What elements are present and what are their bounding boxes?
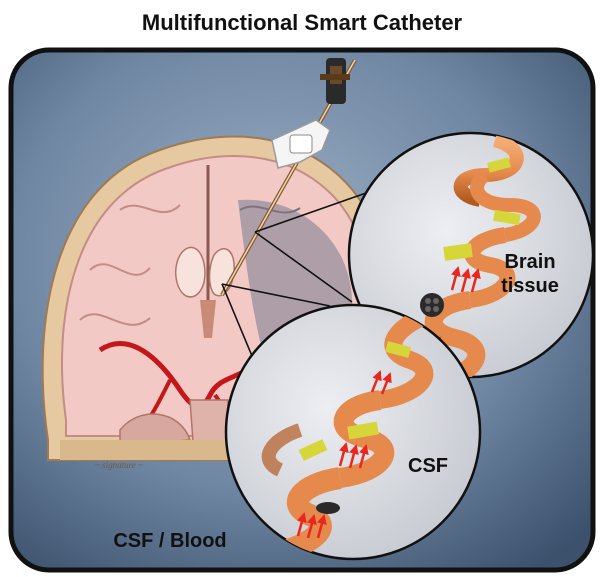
csf-blood-label: CSF / Blood — [113, 530, 226, 552]
brain-tissue-label-line2: tissue — [501, 275, 559, 297]
artist-signature: ~ signature ~ — [95, 460, 143, 470]
ventricle-left — [176, 247, 205, 296]
csf-label: CSF — [408, 455, 448, 477]
brain-tissue-label-line1: Brain — [504, 251, 555, 273]
magnified-view-csf: CSF — [226, 305, 480, 559]
electrode-array-icon — [420, 293, 444, 317]
